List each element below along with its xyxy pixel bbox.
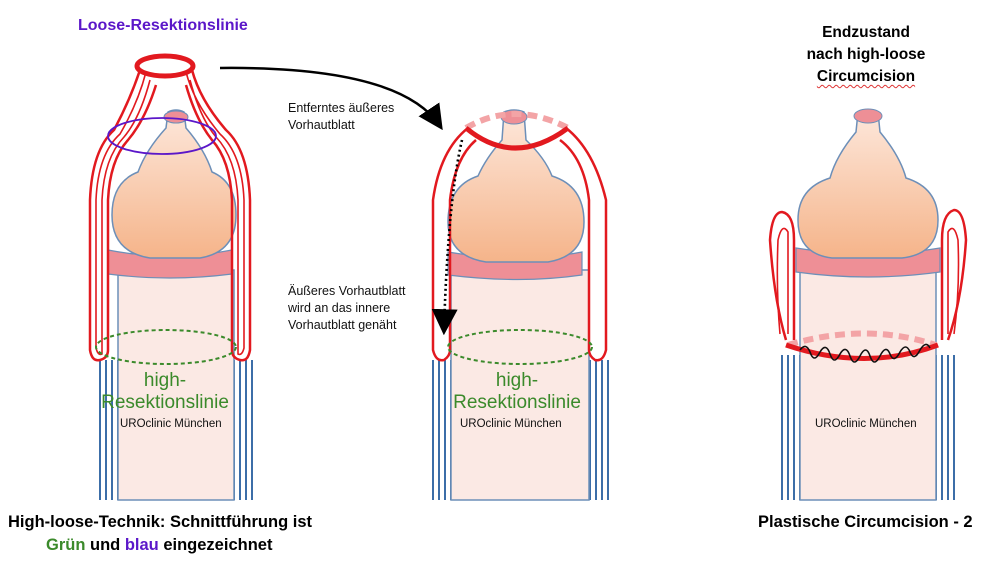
folded-flap-right <box>940 208 968 341</box>
meatus <box>163 110 189 124</box>
high-line-label-middle: high- Resektionslinie <box>452 370 582 414</box>
foreskin-red-right <box>559 127 608 362</box>
figure-3-final <box>768 108 968 501</box>
sewn-outer-line-1: Äußeres Vorhautblatt <box>288 284 406 298</box>
high-line-label-middle-2: Resektionslinie <box>453 392 581 413</box>
sewn-outer-label: Äußeres Vorhautblatt wird an das innere … <box>288 283 405 334</box>
sewn-outer-line-2: wird an das innere <box>288 301 391 315</box>
transition-arrow <box>219 66 443 131</box>
end-state-line-1: Endzustand <box>822 24 910 41</box>
loose-resection-ring <box>134 53 196 79</box>
green-high-line <box>95 329 237 365</box>
caption-word-blue: blau <box>124 536 159 554</box>
caption-word-green: Grün <box>46 536 86 554</box>
left-caption: High-loose-Technik: Schnittführung ist G… <box>8 511 312 557</box>
removed-outer-label: Entferntes äußeres Vorhautblatt <box>288 100 394 134</box>
clinic-label-left: UROclinic München <box>120 418 222 430</box>
caption-word-und: und <box>85 536 125 554</box>
foreskin-inner-red <box>95 71 151 356</box>
left-caption-line-2: Grün und blau eingezeichnet <box>8 534 312 557</box>
clinic-label-right: UROclinic München <box>815 418 917 430</box>
suture-ring-back <box>787 330 937 348</box>
removed-ring-dashed <box>464 111 570 131</box>
clinic-label-middle: UROclinic München <box>460 418 562 430</box>
sewn-outer-line-3: Vorhautblatt genäht <box>288 318 397 332</box>
folded-flap-left <box>768 210 796 341</box>
high-line-label-left-2: Resektionslinie <box>101 392 229 413</box>
caption-word-tail: eingezeichnet <box>158 536 273 554</box>
shaft <box>117 269 235 501</box>
foreskin-outer-red <box>88 69 158 362</box>
suture-ring-front <box>785 342 939 361</box>
green-high-line <box>447 329 593 365</box>
figure-1-original <box>88 53 253 501</box>
suture-zigzag <box>799 343 931 363</box>
folded-flap-right-inner <box>947 227 960 335</box>
foreskin-outer-red-right <box>184 69 252 362</box>
left-caption-line-1: High-loose-Technik: Schnittführung ist <box>8 513 313 531</box>
figure-2-intermediate <box>431 109 609 501</box>
high-line-label-middle-1: high- <box>495 370 539 391</box>
glans <box>111 109 237 259</box>
meatus <box>853 108 883 124</box>
glans <box>797 109 939 259</box>
end-state-line-2: nach high-loose <box>806 46 926 63</box>
end-state-line-3: Circumcision <box>816 68 916 85</box>
foreskin-red-left <box>431 127 477 362</box>
high-line-label-left-1: high- <box>143 370 187 391</box>
cut-edge-ring <box>464 125 570 151</box>
removed-outer-line-1: Entferntes äußeres <box>288 101 395 115</box>
shaft <box>799 269 937 501</box>
removed-outer-line-2: Vorhautblatt <box>288 118 355 132</box>
end-state-label: Endzustand nach high-loose Circumcision <box>782 22 950 88</box>
purple-cut-line <box>107 117 217 155</box>
shaft <box>450 269 590 501</box>
right-caption: Plastische Circumcision - 2 <box>758 513 973 531</box>
glans <box>447 109 585 263</box>
folded-flap-left-inner <box>776 227 789 335</box>
loose-line-label: Loose-Resektionslinie <box>78 17 248 34</box>
suture-dotted-arrow <box>431 139 464 336</box>
high-line-label-left: high- Resektionslinie <box>100 370 230 414</box>
